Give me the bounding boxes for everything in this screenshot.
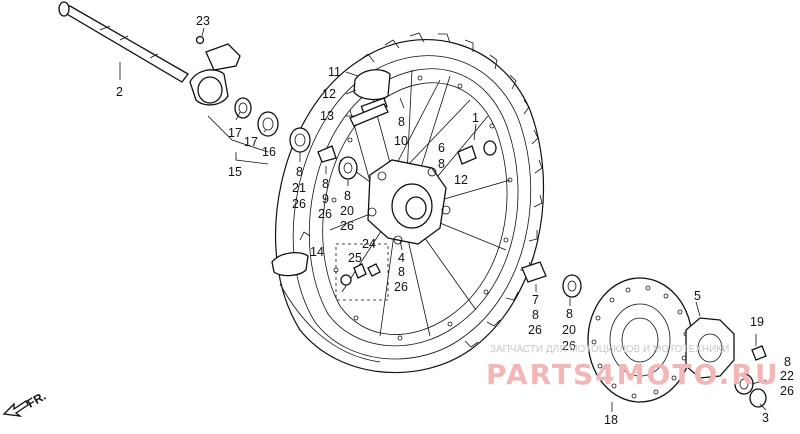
rim	[308, 68, 519, 347]
watermark-brand: PARTS4MOTO.RU	[486, 358, 780, 391]
callout-12: 12	[322, 87, 336, 101]
callout-17: 17	[228, 126, 242, 140]
left-bearing-seals	[289, 127, 358, 180]
callout-25: 25	[348, 251, 362, 265]
callout-10: 10	[394, 134, 408, 148]
spacer-and-nut	[457, 140, 497, 165]
callout-8: 8	[296, 165, 303, 179]
direction-label: FR.	[25, 389, 49, 411]
callout-21: 21	[292, 181, 306, 195]
callout-8: 8	[532, 308, 539, 322]
callout-6: 6	[438, 141, 445, 155]
drive-rings	[234, 97, 279, 137]
callout-11: 11	[328, 65, 341, 79]
callout-8: 8	[566, 307, 573, 321]
speedometer-gearbox	[189, 35, 241, 106]
hub	[367, 159, 451, 245]
front-axle	[58, 1, 189, 83]
tube-and-valve	[349, 69, 391, 127]
callout-1: 1	[472, 111, 479, 125]
axle-nut-parts	[734, 345, 767, 408]
callout-19: 19	[750, 315, 764, 329]
callout-26: 26	[528, 323, 542, 337]
callout-12: 12	[454, 173, 468, 187]
callout-4: 4	[398, 251, 405, 265]
callout-8: 8	[398, 115, 405, 129]
callout-26: 26	[340, 219, 354, 233]
callout-14: 14	[310, 245, 324, 259]
callout-18: 18	[604, 413, 618, 427]
callout-2: 2	[116, 85, 123, 99]
disc-carrier	[685, 317, 735, 379]
callout-8: 8	[322, 177, 329, 191]
callout-17: 17	[244, 135, 258, 149]
callout-8: 8	[344, 189, 351, 203]
bolt-kit	[335, 243, 389, 301]
callout-20: 20	[340, 204, 354, 218]
callout-24: 24	[362, 237, 376, 251]
right-collar-bearing	[521, 261, 582, 298]
callout-8: 8	[438, 157, 445, 171]
watermark-tagline: ЗАПЧАСТИ ДЛЯ МОТОЦИКЛОВ И МОТОТЕХНИКИ	[490, 344, 729, 355]
callout-15: 15	[228, 165, 242, 179]
callout-20: 20	[562, 323, 576, 337]
callout-22: 22	[780, 369, 794, 383]
brake-disc	[587, 277, 693, 403]
callout-26: 26	[394, 280, 408, 294]
callout-26: 26	[780, 384, 794, 398]
callout-7: 7	[532, 293, 539, 307]
callout-8: 8	[784, 355, 791, 369]
leader-lines	[119, 27, 767, 412]
callout-5: 5	[694, 289, 701, 303]
callout-26: 26	[562, 339, 576, 353]
front-direction-arrow: FR.	[2, 389, 49, 417]
watermark: ЗАПЧАСТИ ДЛЯ МОТОЦИКЛОВ И МОТОТЕХНИКИ PA…	[486, 344, 780, 391]
rim-band	[271, 231, 381, 363]
callout-8: 8	[398, 265, 405, 279]
callout-23: 23	[196, 14, 210, 28]
callout-16: 16	[262, 145, 276, 159]
callout-13: 13	[320, 109, 334, 123]
callout-3: 3	[762, 411, 769, 425]
callout-26: 26	[318, 207, 332, 221]
callout-9: 9	[322, 192, 329, 206]
callout-26: 26	[292, 197, 306, 211]
